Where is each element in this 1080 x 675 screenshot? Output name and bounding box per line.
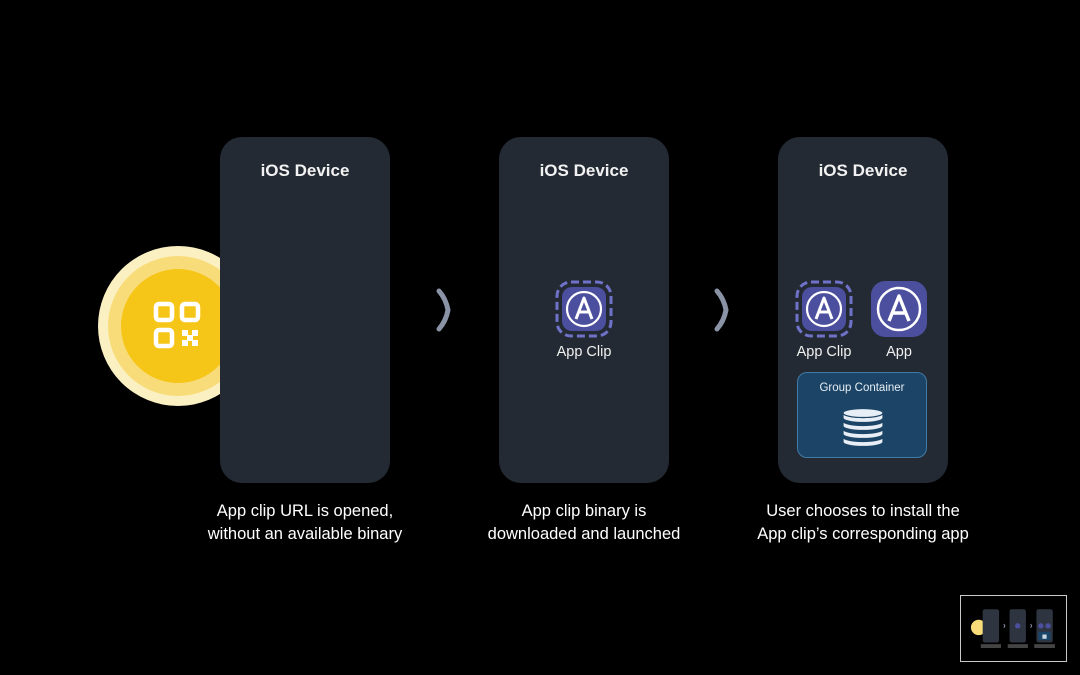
ios-device-panel-2: iOS Device App Clip — [499, 137, 669, 483]
ios-device-panel-1: iOS Device — [220, 137, 390, 483]
device-title: iOS Device — [539, 161, 629, 180]
caption-line: App clip URL is opened, — [216, 502, 394, 520]
caption-line: downloaded and launched — [487, 525, 681, 543]
caption-step-3: User chooses to install the App clip’s c… — [733, 500, 993, 546]
caption-line: User chooses to install the — [766, 502, 960, 520]
app-clip-label: App Clip — [556, 344, 612, 360]
app-clip-label: App Clip — [796, 344, 852, 360]
chevron-right-icon — [714, 288, 729, 332]
slide-thumbnail-preview — [970, 609, 1055, 648]
device-title: iOS Device — [260, 161, 350, 180]
caption-line: App clip binary is — [521, 502, 647, 520]
caption-step-2: App clip binary is downloaded and launch… — [454, 500, 714, 546]
caption-line: App clip’s corresponding app — [757, 525, 969, 543]
ios-device-panel-3: iOS Device App Clip App Group Container — [778, 137, 948, 483]
group-container: Group Container — [797, 372, 927, 458]
caption-step-1: App clip URL is opened, without an avail… — [175, 500, 435, 546]
qr-code-disc — [98, 246, 258, 406]
caption-line: without an available binary — [207, 525, 403, 543]
database-icon — [842, 407, 884, 448]
group-container-label: Group Container — [819, 382, 905, 394]
slide-thumbnail[interactable] — [960, 595, 1067, 662]
app-clip-icon — [795, 280, 853, 338]
app-icon — [871, 281, 927, 337]
app-label: App — [886, 344, 912, 360]
chevron-right-icon — [436, 288, 451, 332]
device-title: iOS Device — [818, 161, 908, 180]
qr-code-icon — [153, 301, 201, 349]
app-clip-icon — [555, 280, 613, 338]
